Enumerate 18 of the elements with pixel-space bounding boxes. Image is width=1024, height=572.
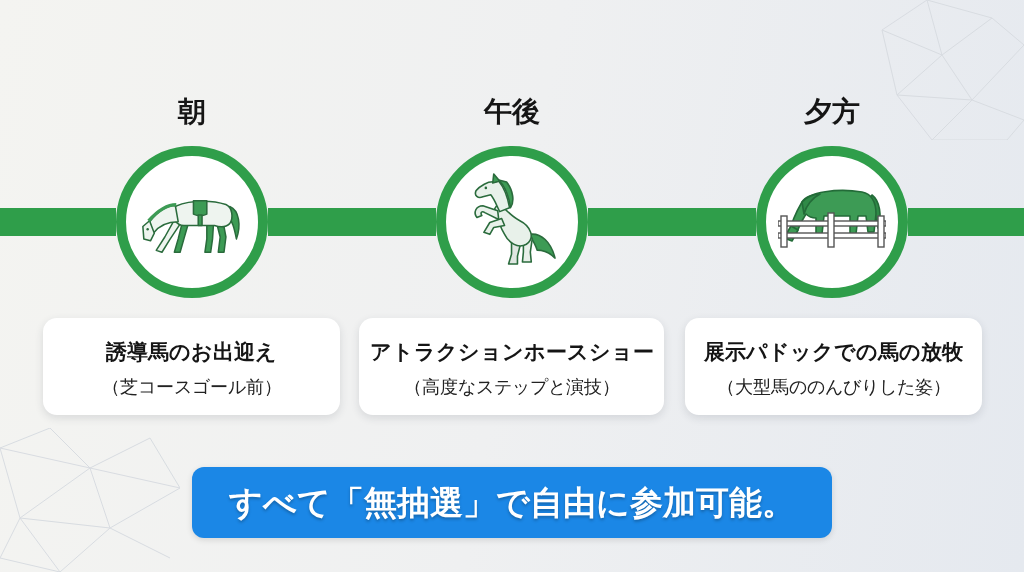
timeline-bar: [908, 208, 1024, 236]
card-title: アトラクションホースショー: [369, 339, 654, 365]
card-subtitle: （高度なステップと演技）: [403, 376, 620, 399]
time-heading: 夕方: [804, 96, 860, 128]
time-heading: 午後: [484, 96, 540, 128]
info-card: [359, 318, 664, 415]
card-subtitle: （芝コースゴール前）: [101, 376, 282, 399]
card-subtitle: （大型馬ののんびりした姿）: [716, 376, 951, 399]
time-heading: 朝: [178, 96, 206, 128]
timeline-bar: [0, 208, 116, 236]
card-title: 展示パドックでの馬の放牧: [704, 339, 963, 365]
card-title: 誘導馬のお出迎え: [106, 339, 277, 365]
banner-message: すべて「無抽選」で自由に参加可能。: [229, 482, 795, 523]
info-card: [685, 318, 982, 415]
timeline-bar: [268, 208, 436, 236]
timeline-bar: [588, 208, 756, 236]
highlight-banner: [192, 467, 832, 538]
info-card: [43, 318, 340, 415]
